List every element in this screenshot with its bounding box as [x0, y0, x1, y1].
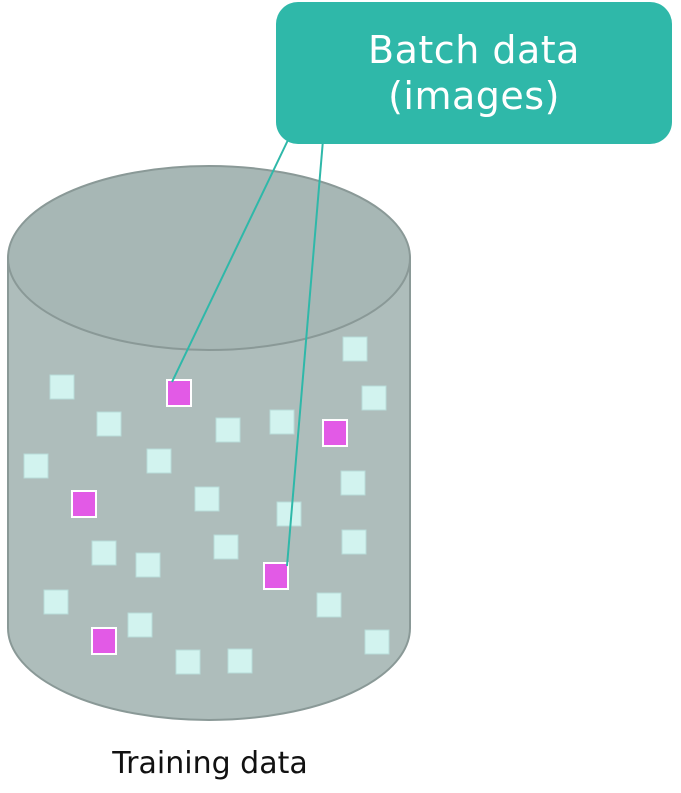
image-item [227, 648, 253, 674]
batch-image-item [71, 490, 97, 518]
image-item [341, 529, 367, 555]
image-item [342, 336, 368, 362]
batch-image-item [263, 562, 289, 590]
image-item [127, 612, 153, 638]
image-item [23, 453, 49, 479]
training-data-caption: Training data [112, 746, 308, 781]
batch-image-items [71, 379, 348, 655]
image-items [23, 336, 390, 675]
cylinder-top [7, 165, 411, 351]
image-item [91, 540, 117, 566]
image-item [215, 417, 241, 443]
batch-image-item [166, 379, 192, 407]
image-item [175, 649, 201, 675]
image-item [364, 629, 390, 655]
batch-image-item [322, 419, 348, 447]
image-item [361, 385, 387, 411]
callout-line-1: Batch data [368, 28, 580, 72]
image-item [146, 448, 172, 474]
callout-line-2: (images) [388, 74, 560, 118]
image-item [96, 411, 122, 437]
callout-connector-line [171, 139, 289, 383]
image-item [43, 589, 69, 615]
callout-connector-line [286, 139, 324, 567]
image-item [194, 486, 220, 512]
image-item [316, 592, 342, 618]
image-item [49, 374, 75, 400]
batch-image-item [91, 627, 117, 655]
batch-data-callout: Batch data (images) [276, 2, 672, 144]
image-item [340, 470, 366, 496]
image-item [135, 552, 161, 578]
image-item [269, 409, 295, 435]
image-item [276, 501, 302, 527]
image-item [213, 534, 239, 560]
